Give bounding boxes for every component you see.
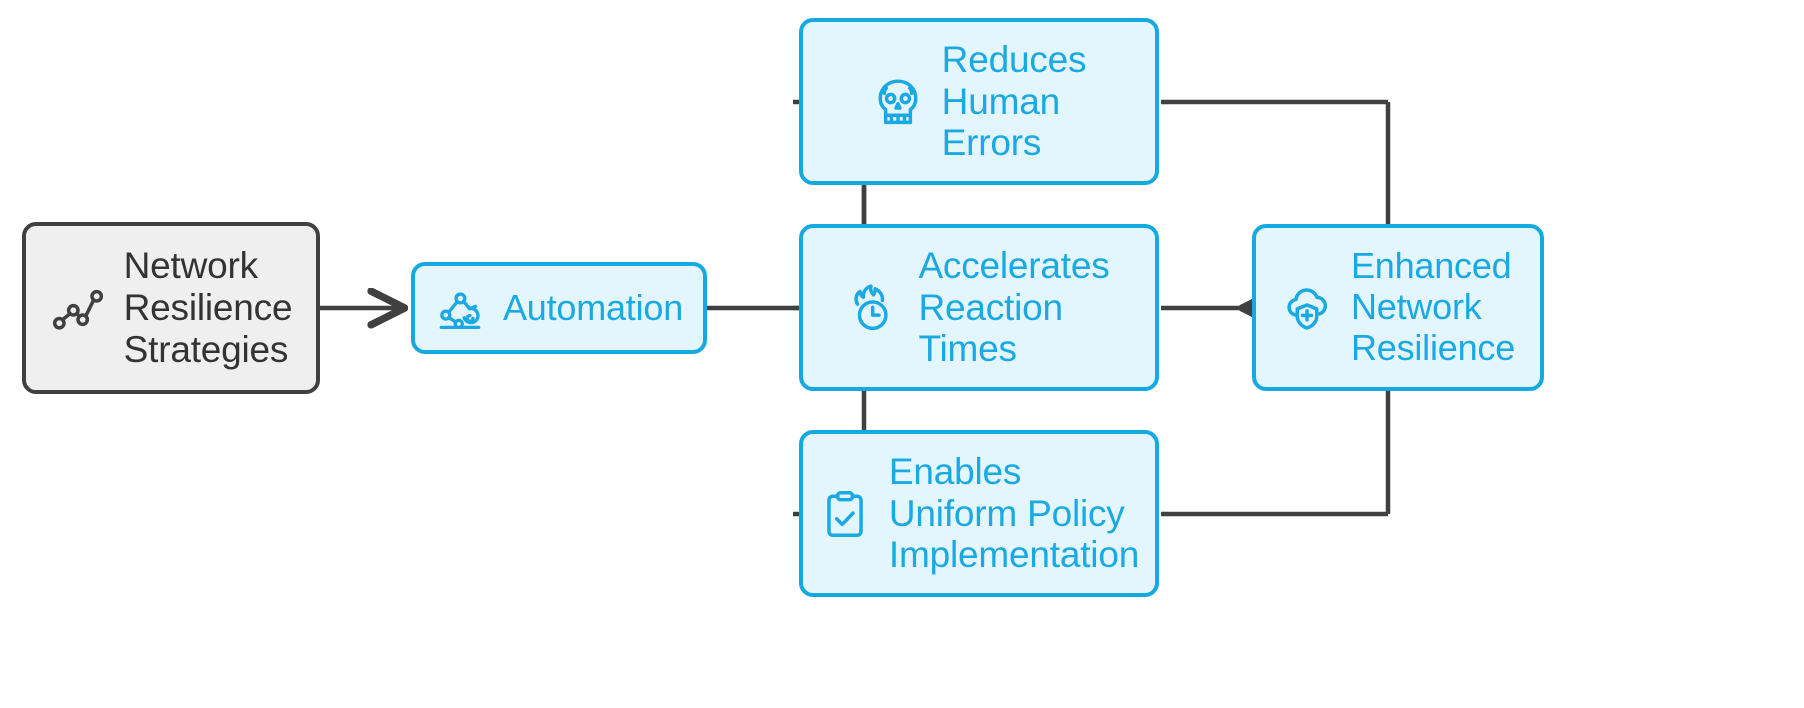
node-label: Network Resilience Strategies [123, 245, 293, 370]
node-label: Accelerates Reaction Times [918, 244, 1110, 370]
node-reduces-human-errors[interactable]: Reduces Human Errors [799, 18, 1159, 185]
node-label: Reduces Human Errors [941, 38, 1087, 164]
line-chart-nodes-icon [50, 280, 106, 336]
node-enhanced-network-resilience[interactable]: Enhanced Network Resilience [1252, 224, 1544, 391]
node-enables-uniform-policy-implementation[interactable]: Enables Uniform Policy Implementation [799, 430, 1159, 597]
skull-icon [872, 76, 924, 128]
cloud-shield-plus-icon [1281, 282, 1333, 334]
node-network-resilience-strategies[interactable]: Network Resilience Strategies [22, 222, 320, 394]
node-accelerates-reaction-times[interactable]: Accelerates Reaction Times [799, 224, 1159, 391]
node-label: Enables Uniform Policy Implementation [888, 450, 1140, 576]
node-label: Automation [502, 286, 684, 328]
clock-flame-icon [848, 282, 900, 334]
robot-arm-icon [435, 283, 485, 333]
node-automation[interactable]: Automation [411, 262, 707, 354]
node-label: Enhanced Network Resilience [1350, 245, 1516, 368]
clipboard-check-icon [819, 488, 871, 540]
